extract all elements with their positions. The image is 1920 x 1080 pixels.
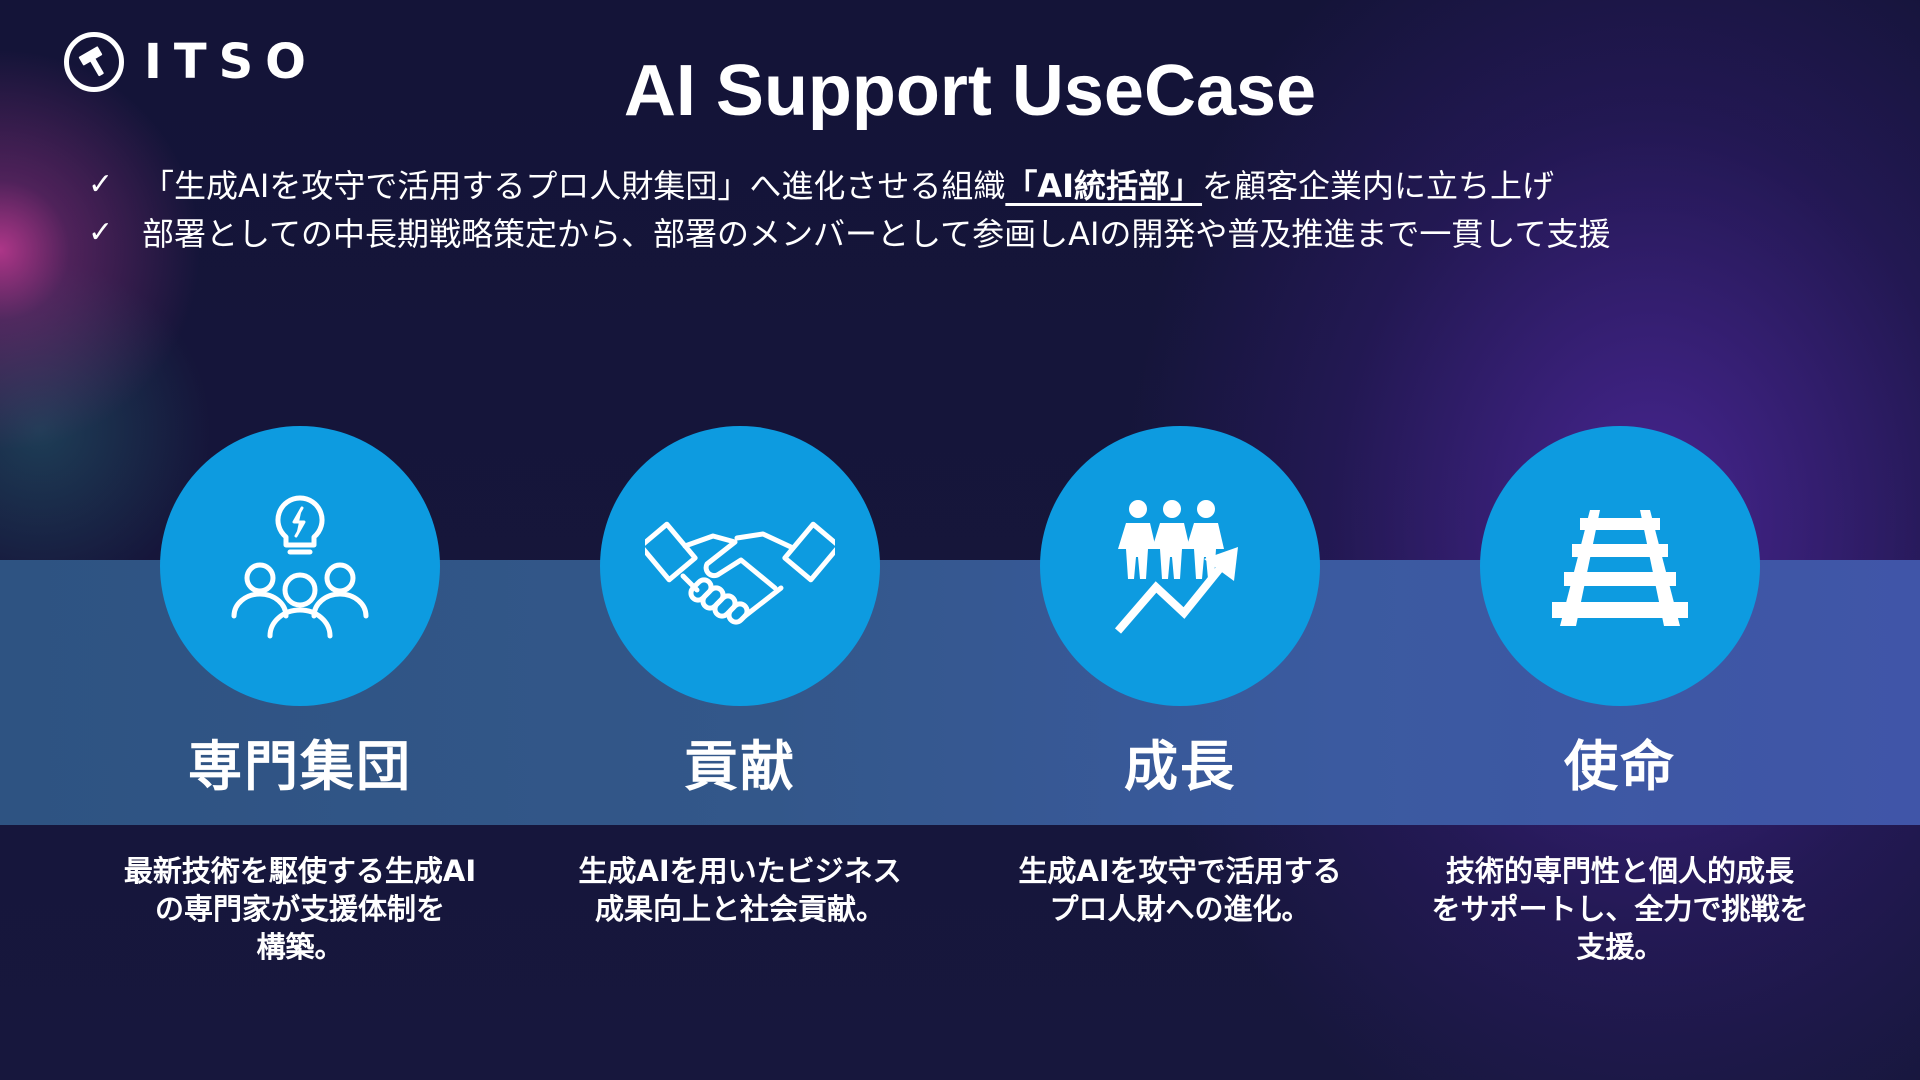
- card-circle: [1040, 426, 1320, 706]
- card-description: 技術的専門性と個人的成長 をサポートし、全力で挑戦を 支援。: [1431, 854, 1809, 964]
- card-heading: 使命: [1564, 735, 1676, 798]
- card-heading: 貢献: [684, 735, 796, 798]
- bullet-text: 部署としての中長期戦略策定から、部署のメンバーとして参画しAIの開発や普及推進ま…: [142, 215, 1611, 253]
- logo: ITSO: [64, 32, 318, 92]
- bullet-list: ✓ 「生成AIを攻守で活用するプロ人財集団」へ進化させる組織「AI統括部」を顧客…: [88, 160, 1610, 256]
- bullet-highlight: 「AI統括部」: [1005, 167, 1203, 205]
- card-contribution: 貢献 生成AIを用いたビジネス 成果向上と社会貢献。: [545, 426, 935, 928]
- card-description: 生成AIを用いたビジネス 成果向上と社会貢献。: [578, 854, 902, 926]
- check-icon: ✓: [88, 166, 114, 202]
- card-mission: 使命 技術的専門性と個人的成長 をサポートし、全力で挑戦を 支援。: [1425, 426, 1815, 966]
- bullet-text: 「生成AIを攻守で活用するプロ人財集団」へ進化させる組織「AI統括部」を顧客企業…: [142, 167, 1555, 205]
- lightbulb-team-icon: [231, 495, 369, 639]
- bullet-item: ✓ 部署としての中長期戦略策定から、部署のメンバーとして参画しAIの開発や普及推…: [88, 208, 1610, 256]
- growth-people-icon: [1114, 500, 1238, 634]
- logo-text: ITSO: [144, 34, 318, 90]
- page-title: AI Support UseCase: [623, 51, 1317, 131]
- card-circle: [1480, 426, 1760, 706]
- card-circle: [600, 426, 880, 706]
- card-growth: 成長 生成AIを攻守で活用する プロ人財への進化。: [985, 426, 1375, 928]
- card-heading: 成長: [1124, 735, 1236, 798]
- card-circle: [160, 426, 440, 706]
- bullet-item: ✓ 「生成AIを攻守で活用するプロ人財集団」へ進化させる組織「AI統括部」を顧客…: [88, 160, 1610, 208]
- card-heading: 専門集団: [188, 735, 412, 798]
- railroad-track-icon: [1552, 510, 1688, 626]
- card-expert-group: 専門集団 最新技術を駆使する生成AI の専門家が支援体制を 構築。: [105, 426, 495, 966]
- card-description: 最新技術を駆使する生成AI の専門家が支援体制を 構築。: [123, 854, 477, 964]
- handshake-icon: [645, 521, 835, 625]
- card-description: 生成AIを攻守で活用する プロ人財への進化。: [1018, 854, 1342, 926]
- hammer-icon: [64, 32, 124, 92]
- check-icon: ✓: [88, 214, 114, 250]
